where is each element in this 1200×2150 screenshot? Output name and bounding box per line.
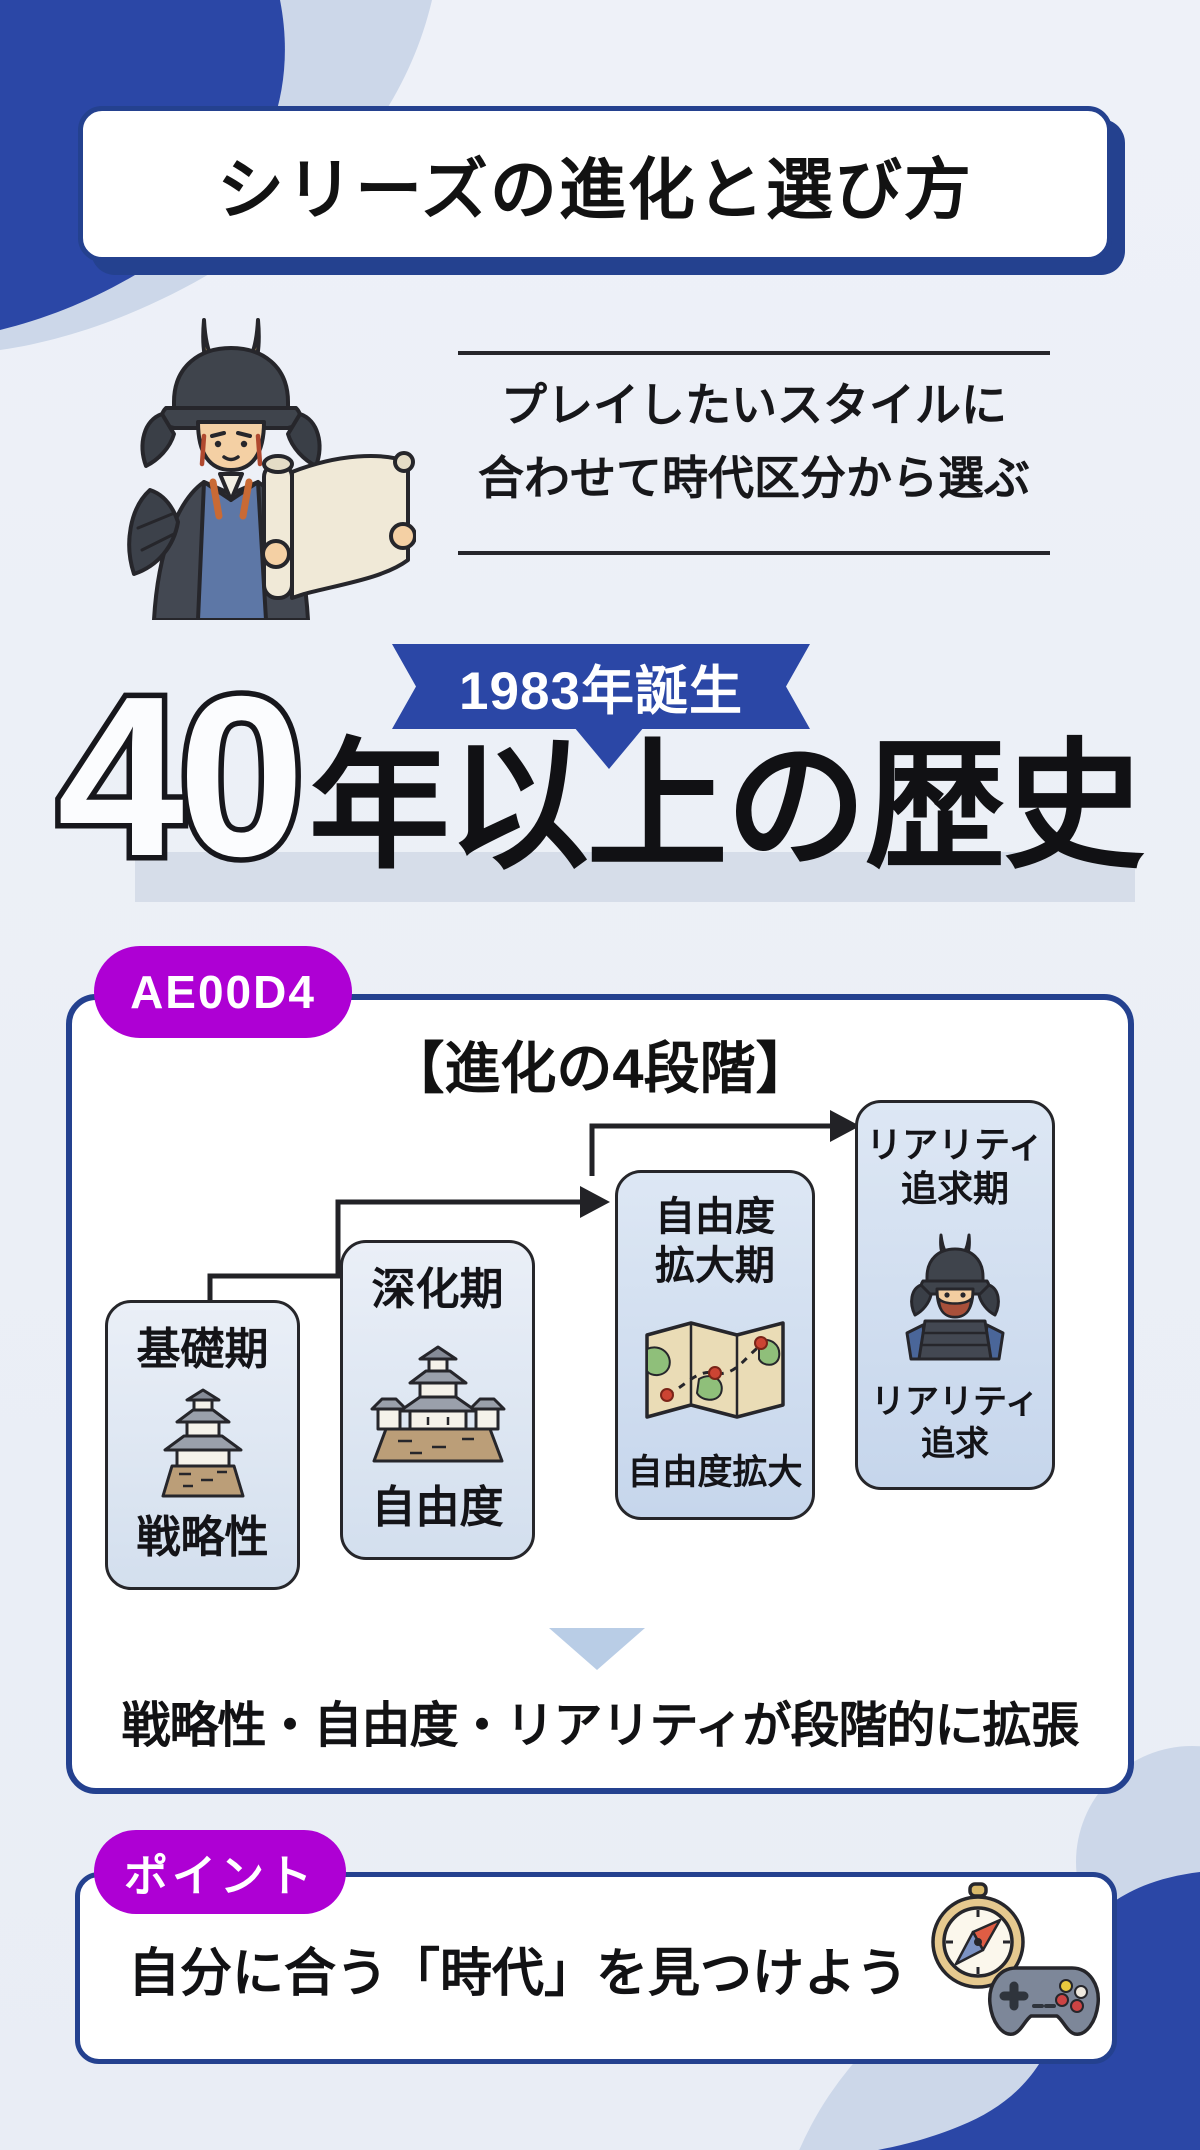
stage-title-line1: 自由度 <box>655 1195 775 1239</box>
header-subtitle: プレイしたいスタイルに 合わせて時代区分から選ぶ <box>420 369 1088 514</box>
history-number: 40 <box>52 650 311 904</box>
subtitle-line-1: プレイしたいスタイルに <box>501 379 1007 431</box>
stage-arrows <box>207 1110 860 1302</box>
treasure-map-icon <box>645 1321 785 1420</box>
stage-label-line1: 戦略性 <box>136 1513 269 1563</box>
arrow-step-1 <box>207 1199 582 1302</box>
stage-title: 基礎期 <box>137 1323 269 1377</box>
color-code-badge: AE00D4 <box>94 946 352 1038</box>
evolution-summary: 戦略性・自由度・リアリティが段階的に拡張 <box>121 1699 1079 1753</box>
birth-year-ribbon: 1983年誕生 <box>392 644 810 729</box>
stage-title: 自由度 拡大期 <box>655 1193 775 1291</box>
ribbon-label: 1983年誕生 <box>459 661 743 721</box>
title-card: シリーズの進化と選び方 <box>78 106 1112 262</box>
stage-title-line2: 追求期 <box>900 1167 1009 1209</box>
point-text: 自分に合う「時代」を見つけよう <box>128 1944 909 2003</box>
subtitle-line-2: 合わせて時代区分から選ぶ <box>478 451 1030 504</box>
stage-title-line1: リアリティ <box>866 1124 1044 1165</box>
stage-card-foundation: 基礎期 戦略性 <box>105 1300 300 1590</box>
page-title: シリーズの進化と選び方 <box>217 152 973 228</box>
stage-label-line1: 自由度拡大 <box>627 1453 803 1493</box>
stage-title: 深化期 <box>372 1263 504 1317</box>
stage-card-freedom-expansion: 自由度 拡大期 自由度拡大 <box>615 1170 815 1520</box>
arrow-step-2 <box>589 1123 832 1176</box>
evolution-title: 【進化の4段階】 <box>388 1037 812 1100</box>
castle-small-icon <box>161 1388 244 1498</box>
stage-card-reality-pursuit: リアリティ 追求期 リアリティ 追求 <box>855 1100 1055 1490</box>
gamepad-icon <box>988 1966 1100 2036</box>
history-headline: 40 年以上の歴史 <box>0 650 1200 904</box>
samurai-reading-scroll-icon <box>127 318 416 620</box>
stage-label: 戦略性 <box>137 1511 269 1565</box>
castle-large-icon <box>370 1345 505 1463</box>
stage-title-line1: 基礎期 <box>136 1325 269 1374</box>
point-badge-label: ポイント <box>124 1852 316 1901</box>
stage-label-line2: 追求 <box>921 1424 989 1463</box>
point-badge: ポイント <box>94 1830 346 1914</box>
stage-label-line1: リアリティ <box>871 1383 1039 1422</box>
subtitle-rule-bottom <box>458 551 1050 555</box>
color-code-badge-label: AE00D4 <box>130 966 316 1018</box>
history-suffix: 年以上の歴史 <box>308 727 1145 885</box>
subtitle-rule-top <box>458 351 1050 355</box>
stage-label: 自由度 <box>372 1481 504 1535</box>
arrow-head-2 <box>830 1110 860 1142</box>
headline-underline-bar <box>135 852 1135 902</box>
stage-title-line2: 拡大期 <box>655 1243 775 1288</box>
stage-card-deepening: 深化期 自由度 <box>340 1240 535 1560</box>
stage-title: リアリティ 追求期 <box>866 1123 1044 1211</box>
stage-label: リアリティ 追求 <box>871 1382 1039 1465</box>
stage-title-line1: 深化期 <box>371 1265 504 1314</box>
arrow-head-1 <box>580 1186 610 1218</box>
samurai-armor-icon <box>905 1233 1005 1361</box>
stage-label: 自由度拡大 <box>627 1452 802 1495</box>
stage-label-line1: 自由度 <box>371 1483 504 1533</box>
